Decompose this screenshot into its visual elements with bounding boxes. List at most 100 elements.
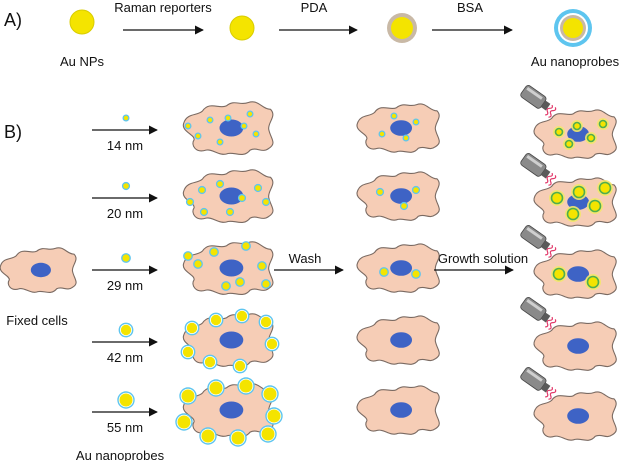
nanoparticle-icon — [379, 267, 389, 277]
cell-icon — [356, 385, 440, 435]
nanoparticle-icon — [199, 427, 217, 445]
step-label-pda: PDA — [301, 0, 328, 15]
probe-core — [263, 387, 277, 401]
probe-core — [119, 393, 133, 407]
wash-label: Wash — [289, 251, 322, 266]
nanoparticle-icon — [399, 201, 409, 211]
probe-core — [194, 260, 202, 268]
nanoparticle-icon — [216, 138, 224, 146]
nanoparticle-icon — [121, 181, 131, 191]
nanoparticle-icon — [193, 259, 203, 269]
nanoparticle-icon — [411, 185, 421, 195]
grown-nanoparticle-icon — [563, 138, 575, 150]
probe-core — [379, 131, 385, 137]
nanoparticle-icon — [121, 253, 131, 263]
grown-core — [554, 269, 564, 279]
nucleus — [30, 262, 51, 278]
nanoparticle-icon — [194, 132, 202, 140]
grown-core — [568, 209, 578, 219]
laser-probe-icon — [520, 367, 557, 400]
laser-highlight — [526, 155, 543, 168]
nanoparticle-icon — [184, 122, 192, 130]
probe-core — [123, 115, 129, 121]
nanoparticle-icon — [237, 193, 247, 203]
grown-core — [574, 123, 580, 129]
nanoparticle-icon — [265, 407, 283, 425]
nucleus — [390, 120, 413, 136]
grown-nanoparticle-icon — [565, 206, 581, 222]
growth-solution-label: Growth solution — [438, 251, 528, 266]
cell-icon — [182, 313, 274, 368]
nanoparticle-icon — [224, 114, 232, 122]
step-label-raman: Raman reporters — [114, 0, 212, 15]
probe-core — [239, 379, 253, 393]
nanoparticle-icon — [229, 429, 247, 447]
grown-core — [590, 201, 600, 211]
nucleus — [219, 331, 244, 349]
probe-core — [199, 187, 205, 193]
probe-core — [242, 242, 250, 250]
nanoparticle-icon — [232, 358, 248, 374]
probe-core — [266, 338, 278, 350]
cell-icon — [533, 391, 617, 441]
nanoparticle-icon — [261, 279, 271, 289]
probe-core — [210, 314, 222, 326]
nanoparticle-icon — [202, 354, 218, 370]
probe-core — [195, 133, 201, 139]
size-label: 20 nm — [107, 206, 143, 221]
size-label: 55 nm — [107, 420, 143, 435]
nanoparticle-icon — [235, 277, 245, 287]
nanoparticle-icon — [246, 110, 254, 118]
laser-highlight — [526, 369, 543, 382]
nucleus — [219, 401, 244, 419]
grown-nanoparticle-icon — [585, 132, 597, 144]
nanoparticle-icon — [180, 344, 196, 360]
probe-core — [231, 431, 245, 445]
laser-beam — [545, 386, 557, 400]
grown-nanoparticle-icon — [597, 118, 609, 130]
probe-core — [207, 117, 213, 123]
probe-core — [413, 187, 419, 193]
au-np-core-icon — [69, 9, 95, 35]
probe-core — [413, 119, 419, 125]
grown-core — [566, 141, 572, 147]
nanoparticle-icon — [207, 379, 225, 397]
probe-core — [209, 381, 223, 395]
nucleus — [567, 408, 590, 424]
nanoparticle-icon — [199, 207, 209, 217]
nanoparticle-icon — [378, 130, 386, 138]
nanoparticle-icon — [225, 207, 235, 217]
cell-icon — [533, 109, 617, 159]
probe-core — [262, 280, 270, 288]
probe-core — [123, 183, 129, 189]
probe-core — [217, 139, 223, 145]
size-label: 29 nm — [107, 278, 143, 293]
probe-core — [225, 115, 231, 121]
probe-core — [401, 203, 407, 209]
cell-icon — [356, 171, 440, 221]
laser-beam — [545, 104, 557, 118]
nucleus — [390, 332, 413, 348]
nanoparticle-icon — [237, 377, 255, 395]
probe-core — [181, 389, 195, 403]
laser-tip — [540, 382, 551, 393]
probe-core — [377, 189, 383, 195]
probe-core — [253, 131, 259, 137]
probe-core — [222, 282, 230, 290]
laser-beam — [545, 316, 557, 330]
probe-core — [201, 429, 215, 443]
nanoparticle-icon — [402, 134, 410, 142]
nanoparticle-icon — [122, 114, 130, 122]
nucleus — [567, 266, 590, 282]
cell-icon — [356, 315, 440, 365]
grown-core — [600, 183, 610, 193]
size-label: 42 nm — [107, 350, 143, 365]
laser-tip — [540, 312, 551, 323]
panel-b-label: B) — [4, 122, 22, 142]
cell-icon — [0, 247, 77, 293]
bsa-core-icon — [563, 18, 583, 38]
nanoparticle-icon — [390, 112, 398, 120]
probe-core — [210, 248, 218, 256]
nanoparticle-icon — [375, 187, 385, 197]
nucleus — [390, 188, 413, 204]
